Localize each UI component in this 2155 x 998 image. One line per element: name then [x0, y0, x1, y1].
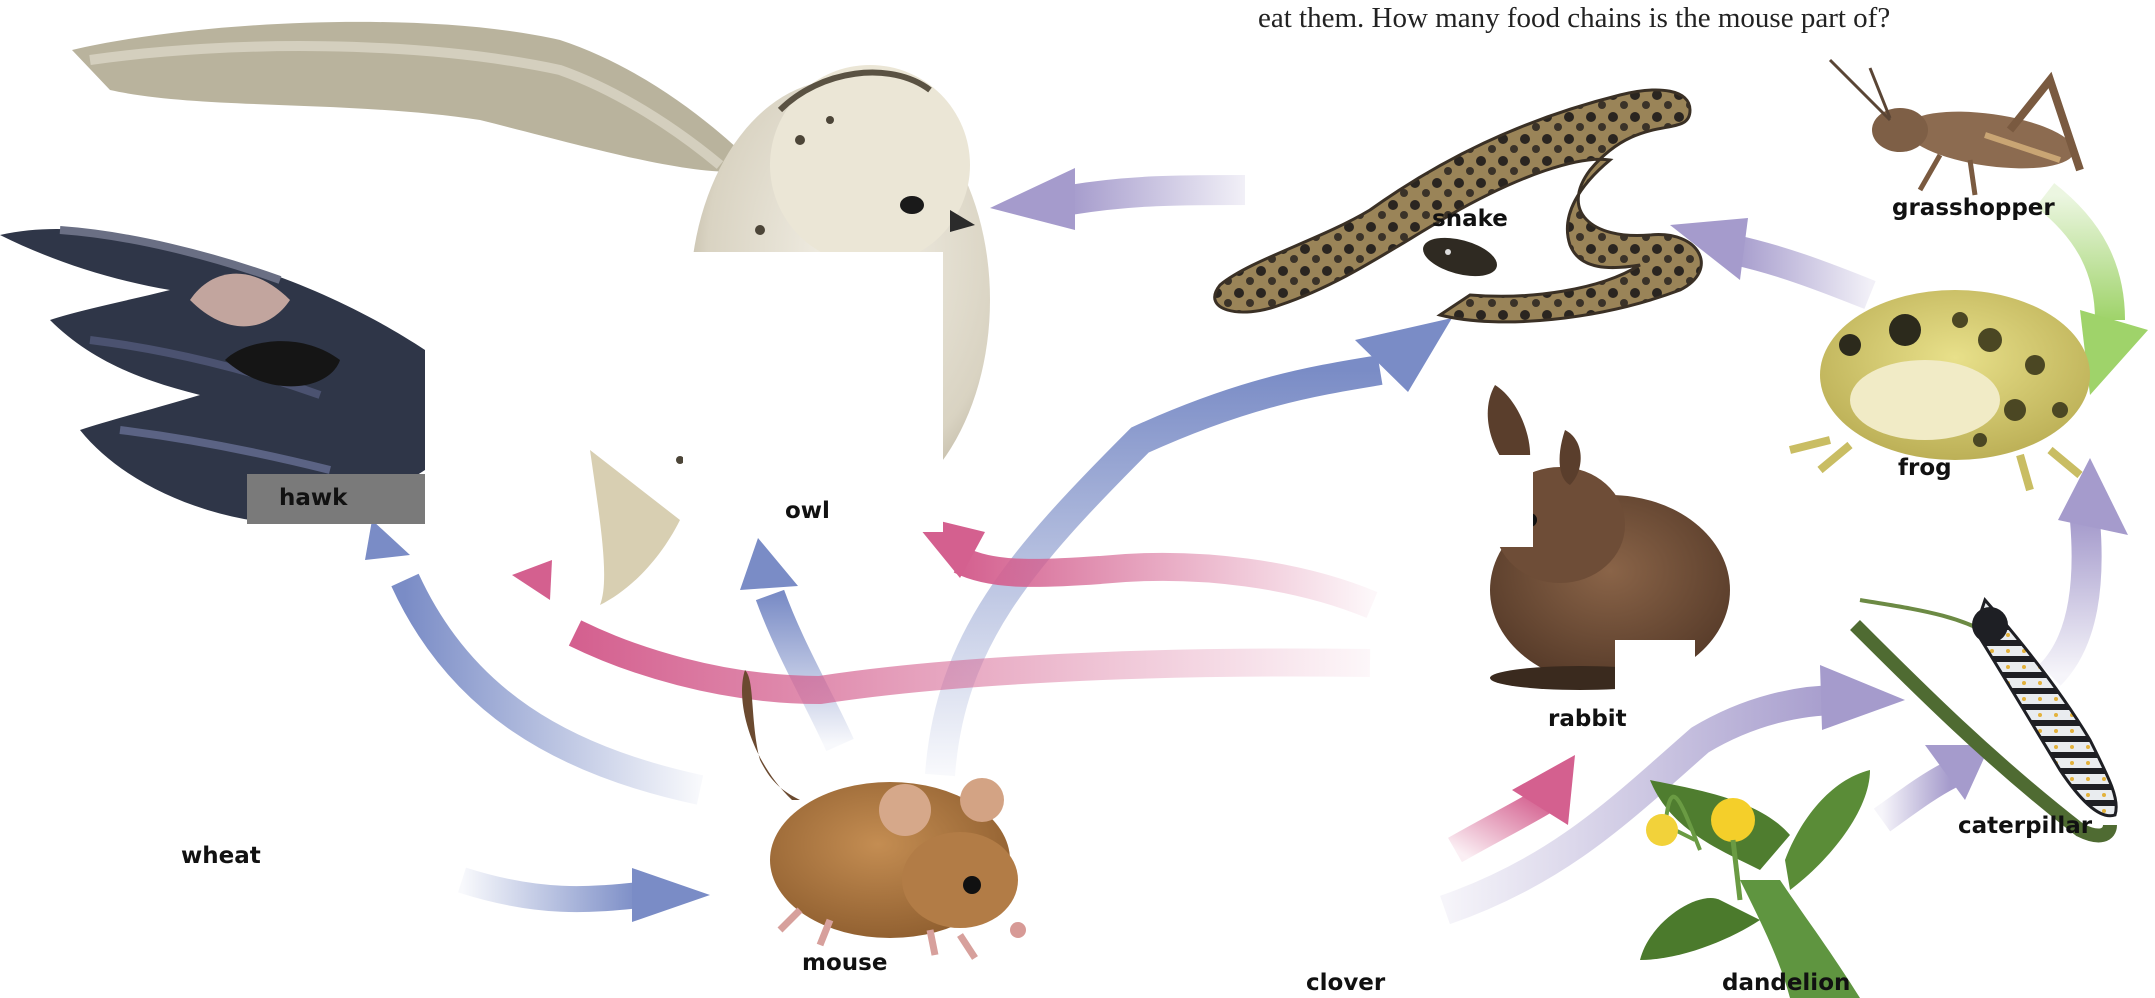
rabbit-occlusion-right — [1615, 640, 1695, 695]
arrow-clover-to-rabbit — [1455, 755, 1575, 850]
label-mouse: mouse — [802, 950, 887, 976]
arrow-rabbit-to-owl — [907, 513, 1372, 605]
arrow-caterpillar-to-frog — [2050, 458, 2128, 675]
dandelion-illustration — [1640, 770, 1870, 998]
label-hawk: hawk — [279, 485, 347, 511]
owl-occlusion-top — [425, 155, 515, 255]
label-grasshopper: grasshopper — [1892, 195, 2055, 221]
rabbit-occlusion-left — [1453, 455, 1533, 547]
label-caterpillar: caterpillar — [1958, 813, 2092, 839]
label-clover: clover — [1306, 970, 1385, 996]
label-owl: owl — [785, 498, 830, 524]
question-text: eat them. How many food chains is the mo… — [1258, 2, 1890, 35]
arrow-mouse-to-snake — [940, 318, 1452, 775]
arrow-dandelion-to-caterpillar — [1882, 745, 1990, 820]
arrow-snake-to-owl — [990, 168, 1245, 230]
mouse-illustration — [742, 670, 1026, 958]
owl-occlusion-center — [683, 252, 943, 532]
label-wheat: wheat — [181, 843, 261, 869]
grasshopper-illustration — [1830, 60, 2080, 195]
label-snake: snake — [1432, 206, 1508, 232]
label-rabbit: rabbit — [1548, 706, 1627, 732]
arrow-mouse-to-owl — [740, 538, 840, 745]
label-dandelion: dandelion — [1722, 970, 1850, 996]
label-frog: frog — [1898, 455, 1952, 481]
arrow-wheat-to-mouse — [462, 868, 710, 922]
